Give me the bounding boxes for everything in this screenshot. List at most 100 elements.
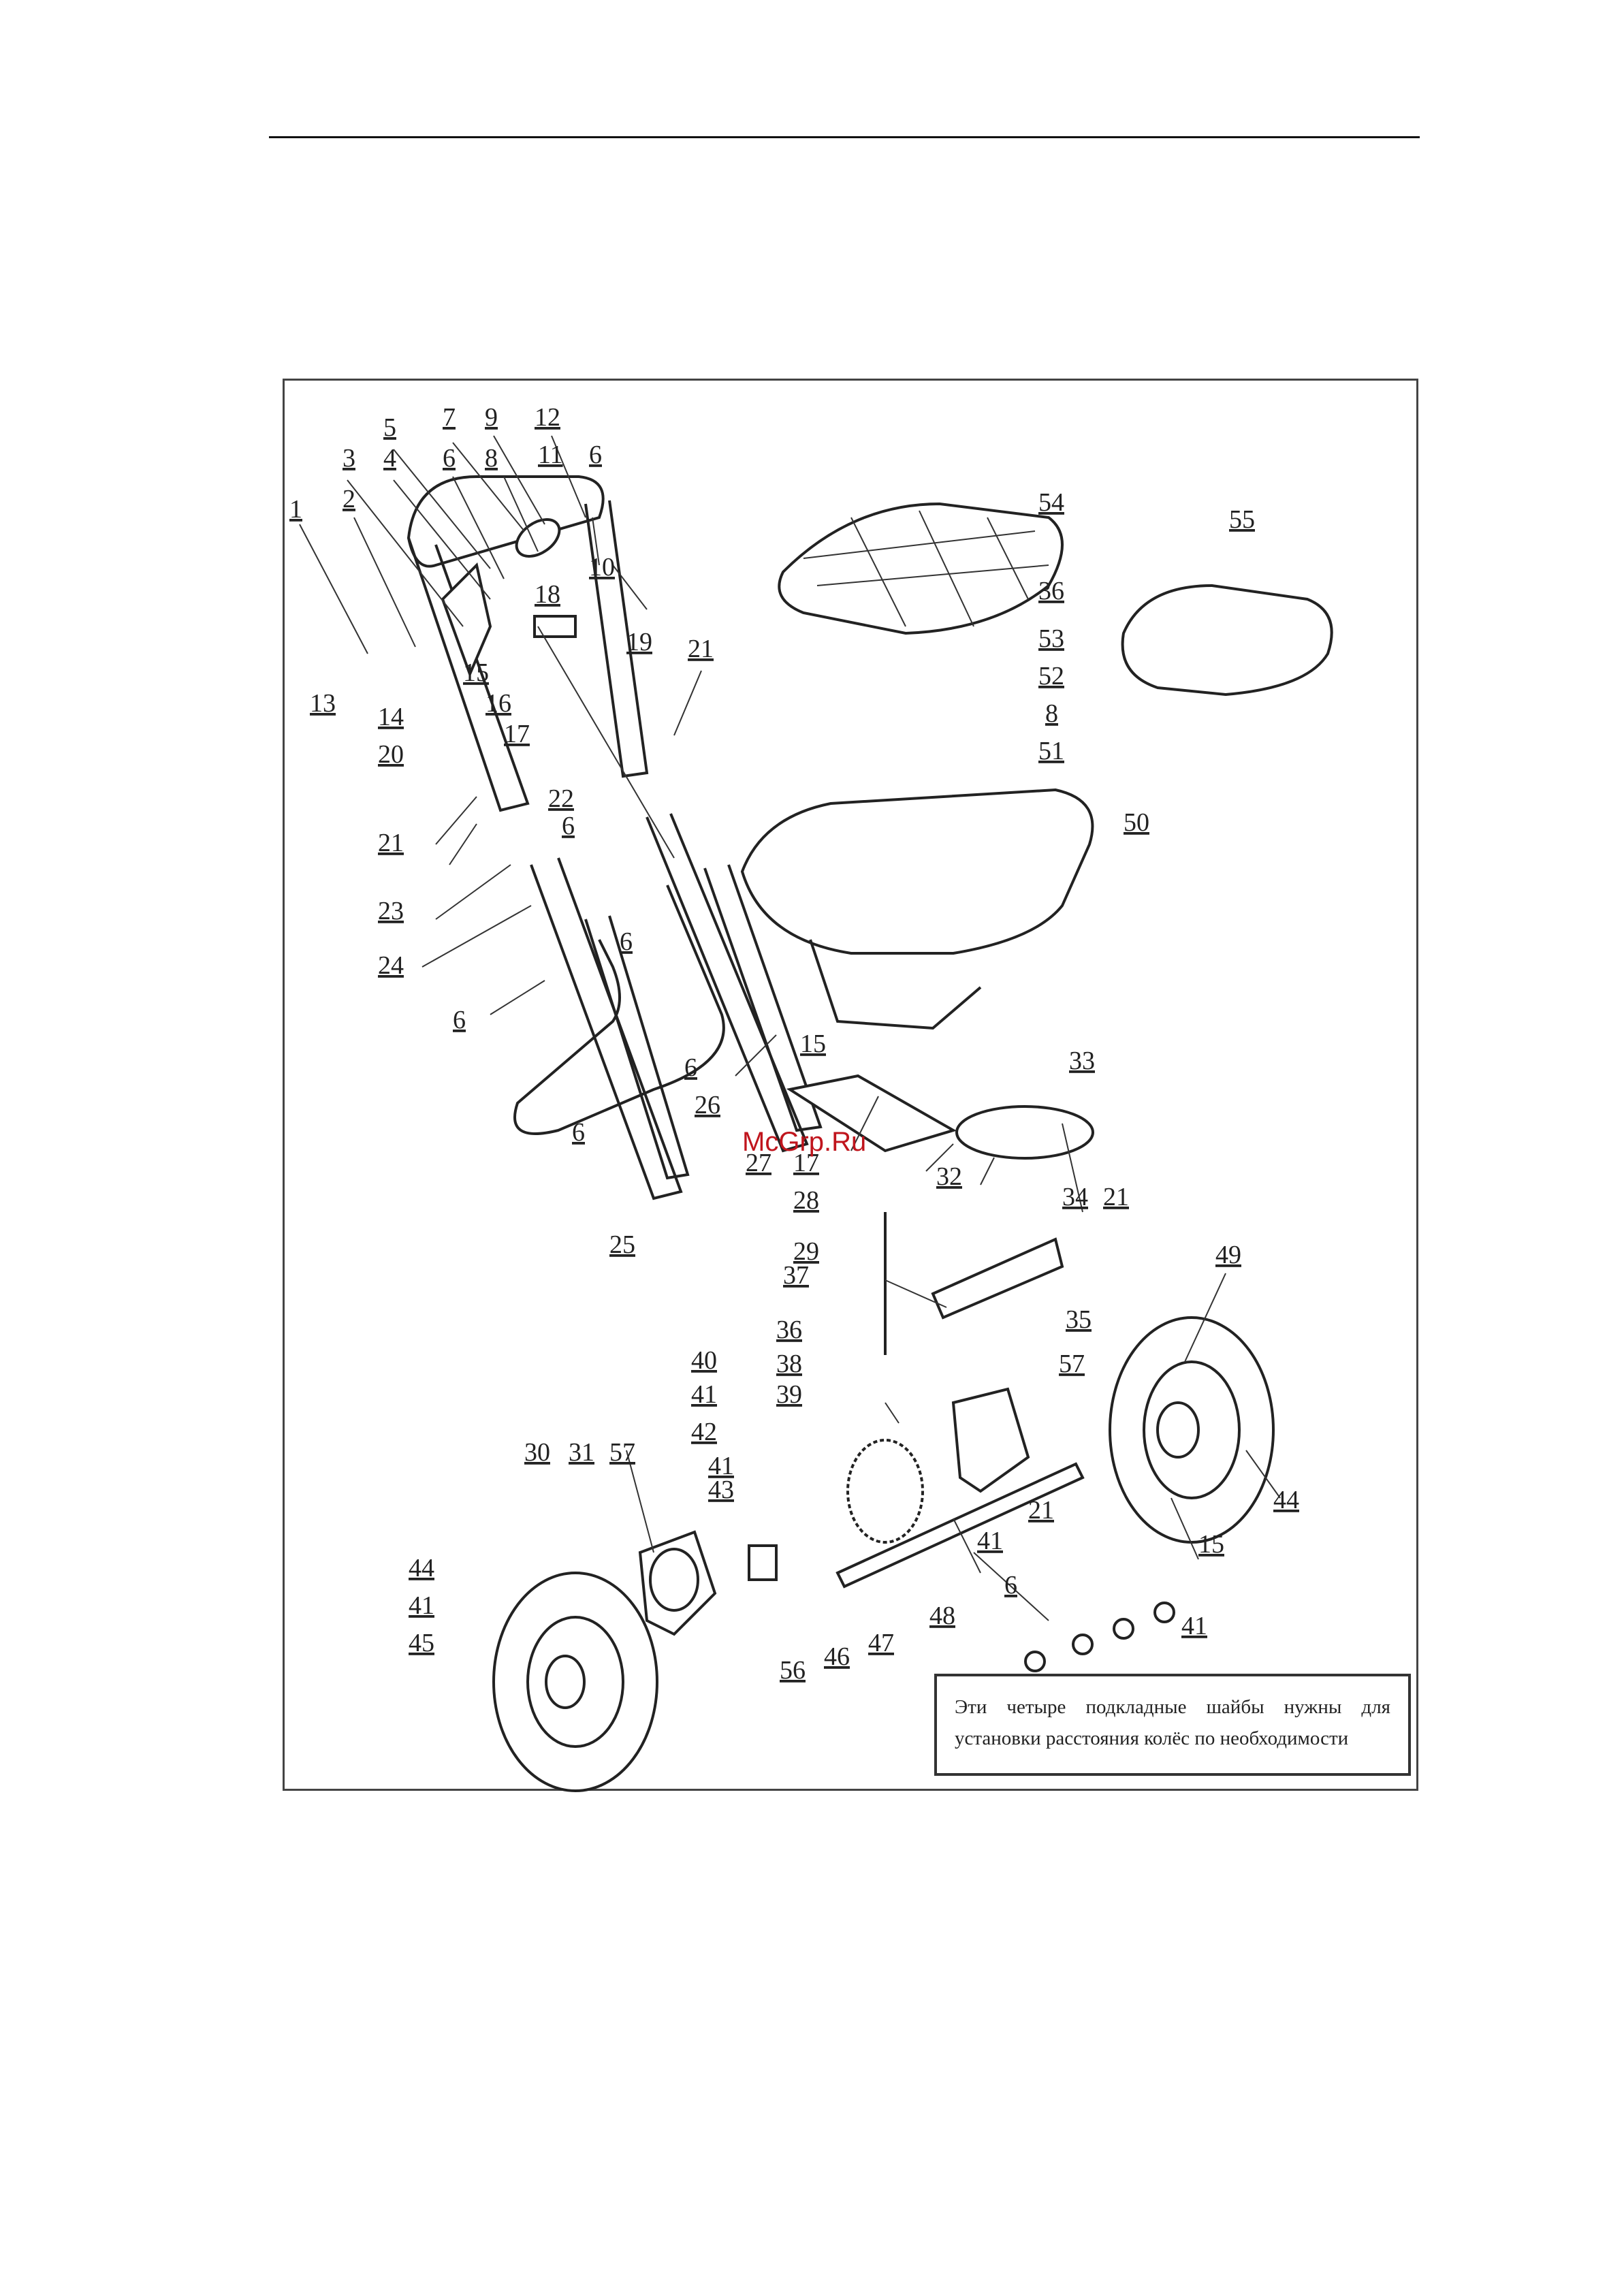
spacer-washers xyxy=(1024,1602,1175,1672)
callout-label: 14 xyxy=(378,703,404,731)
handle-assembly xyxy=(407,475,675,859)
axle xyxy=(835,1462,1085,1589)
callout-label: 7 xyxy=(443,403,456,432)
callout-label: 41 xyxy=(409,1591,434,1620)
drive-gear xyxy=(846,1439,924,1544)
callout-label: 31 xyxy=(569,1438,594,1467)
callout-label: 30 xyxy=(524,1438,550,1467)
watermark: McGrp.Ru xyxy=(742,1127,867,1157)
note-text: Эти четыре подкладные шайбы нужны для ус… xyxy=(955,1696,1390,1749)
callout-label: 28 xyxy=(793,1186,819,1215)
right-upper-tube xyxy=(584,500,649,778)
callout-label: 20 xyxy=(378,740,404,769)
right-wheel-rim xyxy=(1143,1360,1241,1499)
left-lower-tube xyxy=(584,915,690,1180)
callout-label: 41 xyxy=(691,1380,717,1409)
callout-label: 41 xyxy=(977,1527,1003,1555)
callout-label: 4 xyxy=(383,444,396,473)
callout-label: 45 xyxy=(409,1629,434,1657)
callout-label: 49 xyxy=(1215,1241,1241,1269)
mount-bracket xyxy=(786,1074,957,1153)
spreader-disc xyxy=(955,1105,1094,1160)
bushing xyxy=(748,1544,778,1581)
left-wheel-rim xyxy=(526,1616,624,1748)
callout-label: 39 xyxy=(776,1380,802,1409)
callout-label: 6 xyxy=(562,812,575,840)
callout-label: 46 xyxy=(824,1642,850,1671)
callout-label: 11 xyxy=(538,441,563,469)
callout-label: 35 xyxy=(1066,1305,1092,1334)
callout-label: 34 xyxy=(1062,1183,1088,1211)
washer xyxy=(1024,1651,1046,1672)
adjust-knob xyxy=(515,518,561,558)
hopper-base xyxy=(809,939,982,1030)
washer xyxy=(1113,1618,1134,1640)
callout-label: 44 xyxy=(1273,1486,1299,1514)
callout-label: 6 xyxy=(443,444,456,473)
right-middle-tube xyxy=(646,813,809,1153)
callout-label: 12 xyxy=(535,403,560,432)
leader-lines xyxy=(299,435,1281,1621)
callout-label: 23 xyxy=(378,897,404,925)
callout-label: 21 xyxy=(378,829,404,857)
callout-label: 8 xyxy=(485,444,498,473)
right-lower-tube xyxy=(703,864,823,1132)
callout-label: 3 xyxy=(343,444,355,473)
callout-label: 22 xyxy=(548,784,574,813)
callout-label: 15 xyxy=(800,1030,826,1058)
callout-label: 51 xyxy=(1038,737,1064,765)
callout-label: 52 xyxy=(1038,662,1064,690)
note-box: Эти четыре подкладные шайбы нужны для ус… xyxy=(934,1674,1411,1776)
left-gearbox-bearing xyxy=(649,1548,699,1612)
callout-label: 10 xyxy=(589,553,615,582)
callout-label: 41 xyxy=(708,1452,734,1480)
header-rule xyxy=(269,136,1420,138)
mesh-cover xyxy=(778,502,1064,635)
callout-label: 6 xyxy=(684,1053,697,1082)
callout-labels: 1 2 3 4 5 6 7 8 9 12 11 6 10 18 19 13 15… xyxy=(289,403,1299,1685)
control-cable xyxy=(537,626,675,859)
callout-label: 29 xyxy=(793,1237,819,1266)
callout-label: 26 xyxy=(695,1091,720,1119)
callout-label: 6 xyxy=(589,441,602,469)
hopper xyxy=(740,788,1094,955)
callout-label: 15 xyxy=(1198,1530,1224,1559)
leg-stand xyxy=(513,885,725,1135)
washer xyxy=(1072,1634,1094,1655)
callout-label: 43 xyxy=(708,1476,734,1504)
callout-label: 9 xyxy=(485,403,498,432)
callout-label: 54 xyxy=(1038,488,1064,517)
left-wheel-hub xyxy=(545,1655,586,1709)
callout-label: 56 xyxy=(780,1656,806,1685)
hopper-assembly xyxy=(740,502,1333,1355)
callout-label: 19 xyxy=(626,628,652,656)
callout-label: 36 xyxy=(1038,577,1064,605)
callout-label: 47 xyxy=(868,1629,894,1657)
callout-label: 57 xyxy=(609,1438,635,1467)
callout-label: 6 xyxy=(572,1118,585,1147)
callout-label: 6 xyxy=(620,927,633,956)
callout-label: 53 xyxy=(1038,624,1064,653)
callout-label: 6 xyxy=(453,1006,466,1034)
callout-label: 16 xyxy=(485,689,511,718)
callout-label: 32 xyxy=(936,1162,962,1191)
callout-label: 2 xyxy=(343,485,355,513)
handle-grip xyxy=(407,475,605,568)
shaft-tube xyxy=(931,1237,1064,1320)
right-wheel-hub xyxy=(1156,1401,1200,1459)
hopper-lid xyxy=(1121,584,1333,697)
callout-label: 17 xyxy=(793,1149,819,1177)
callout-label: 1 xyxy=(289,495,302,524)
left-upper-tube xyxy=(407,537,530,812)
frame-assembly xyxy=(513,813,957,1200)
callout-label: 18 xyxy=(535,580,560,609)
callout-label: 15 xyxy=(463,658,489,687)
callout-label: 5 xyxy=(383,413,396,442)
washer xyxy=(1153,1602,1175,1623)
callout-label: 44 xyxy=(409,1554,434,1582)
mesh-lines xyxy=(803,510,1049,627)
callout-label: 8 xyxy=(1045,699,1058,728)
callout-label: 37 xyxy=(783,1261,809,1290)
callout-label: 33 xyxy=(1069,1047,1095,1075)
callout-label: 24 xyxy=(378,951,404,980)
